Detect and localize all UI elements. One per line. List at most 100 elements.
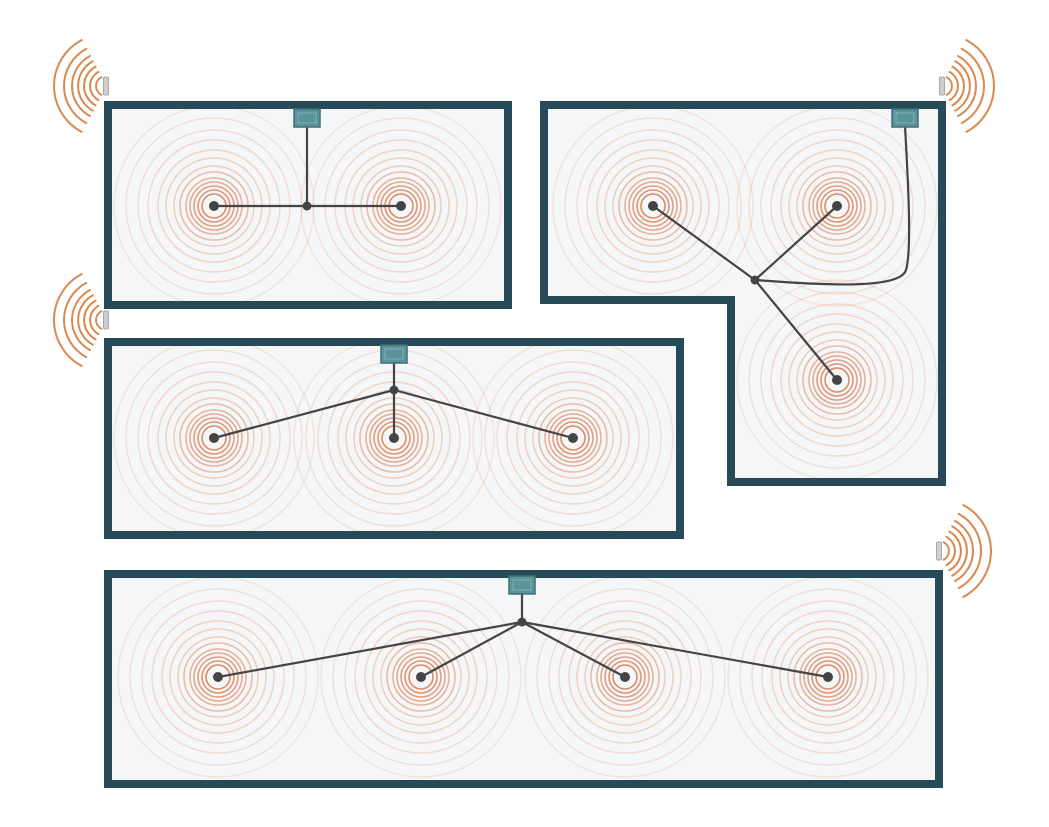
ripple-ring: [364, 620, 478, 734]
speaker-node-icon[interactable]: [209, 433, 219, 443]
speaker-node-icon[interactable]: [416, 672, 426, 682]
ripple-ring: [137, 361, 291, 515]
hub-box-icon[interactable]: [380, 344, 408, 364]
ripple-ring: [632, 185, 674, 227]
ripple-ring: [193, 417, 235, 459]
ripple-ring: [779, 628, 877, 726]
ripple-ring: [548, 600, 702, 754]
ripple-ring: [608, 660, 642, 694]
speaker-ripple: [113, 342, 315, 535]
ripple-ring: [552, 417, 594, 459]
signal-arc: [83, 299, 97, 341]
ripple-ring: [760, 303, 914, 457]
signal-arc: [948, 530, 962, 572]
antenna-top-left: [53, 39, 109, 133]
signal-arc: [83, 65, 97, 107]
ripple-ring: [816, 359, 858, 401]
speaker-wire: [419, 620, 524, 679]
ripple-ring: [771, 620, 885, 734]
ripple-ring: [820, 189, 854, 223]
ripple-ring: [165, 389, 263, 487]
ripple-ring: [506, 371, 640, 505]
ripple-ring: [125, 349, 303, 527]
ripple-ring: [400, 656, 442, 698]
speaker-wire: [651, 204, 757, 282]
room-wall: [540, 101, 946, 486]
ripple-ring: [824, 193, 850, 219]
signal-arc: [942, 541, 950, 561]
speaker-node-icon[interactable]: [648, 201, 658, 211]
signal-arc: [53, 273, 83, 367]
ripple-ring: [516, 381, 630, 495]
ripple-ring: [628, 181, 678, 231]
speaker-node-icon[interactable]: [568, 433, 578, 443]
antenna-mast: [936, 541, 942, 561]
speaker-node-icon[interactable]: [213, 672, 223, 682]
ripple-ring: [193, 652, 243, 702]
room-middle-left: [104, 338, 684, 539]
ripple-ring: [748, 291, 926, 469]
sound-ripples: [552, 105, 938, 481]
ripple-ring: [600, 652, 650, 702]
room-l-shaped: [540, 101, 946, 486]
ripple-ring: [770, 139, 904, 273]
speaker-ripple: [117, 576, 319, 778]
ripple-ring: [197, 656, 239, 698]
ripple-ring: [586, 139, 720, 273]
ripple-ring: [636, 189, 670, 223]
ripple-ring: [820, 363, 854, 397]
speaker-node-icon[interactable]: [209, 201, 219, 211]
ripple-ring: [179, 403, 249, 473]
ripple-ring: [796, 339, 878, 421]
speaker-node-icon[interactable]: [823, 672, 833, 682]
hub-box-icon[interactable]: [293, 108, 321, 128]
ripple-ring: [183, 642, 253, 712]
signal-arc: [53, 39, 83, 133]
ripple-ring: [556, 421, 590, 455]
speaker-node-icon[interactable]: [389, 433, 399, 443]
speaker-node-icon[interactable]: [620, 672, 630, 682]
hub-box-icon[interactable]: [508, 575, 536, 595]
ripple-ring: [576, 628, 674, 726]
ripple-ring: [380, 636, 462, 718]
speaker-node-icon[interactable]: [396, 201, 406, 211]
ripple-ring: [558, 610, 692, 744]
speaker-node-icon[interactable]: [832, 375, 842, 385]
room-top-left: [104, 101, 512, 309]
antenna-bottom-right: [936, 504, 992, 598]
antenna-mast: [103, 310, 109, 330]
ripple-ring: [807, 656, 849, 698]
signal-arc: [965, 39, 995, 133]
junction-node-icon: [517, 617, 527, 627]
ripple-ring: [201, 425, 227, 451]
hub-box-icon[interactable]: [891, 108, 919, 128]
ripple-ring: [141, 600, 295, 754]
junction-node-icon: [302, 201, 312, 211]
ripple-ring: [386, 642, 456, 712]
ripple-ring: [793, 642, 863, 712]
junction-node-icon: [750, 275, 760, 285]
speaker-ripple: [472, 342, 674, 535]
ripple-ring: [640, 193, 666, 219]
room-wall: [104, 101, 512, 309]
ripple-ring: [788, 331, 886, 429]
speaker-node-icon[interactable]: [832, 201, 842, 211]
ripple-ring: [799, 648, 857, 706]
signal-arc: [945, 76, 953, 96]
speaker-ripple: [736, 105, 938, 307]
ripple-ring: [169, 628, 267, 726]
ripple-ring: [796, 165, 878, 247]
signal-arc: [89, 70, 100, 102]
signal-arc: [957, 512, 982, 590]
room-bottom-wide: [104, 570, 943, 788]
room-wall: [104, 570, 943, 788]
signal-arc: [948, 70, 959, 102]
ripple-ring: [612, 664, 638, 690]
ripple-ring: [538, 403, 608, 473]
ripple-ring: [761, 610, 895, 744]
ripple-ring: [802, 171, 872, 241]
ripple-ring: [404, 660, 438, 694]
ripple-ring: [815, 664, 841, 690]
ripple-ring: [812, 181, 862, 231]
